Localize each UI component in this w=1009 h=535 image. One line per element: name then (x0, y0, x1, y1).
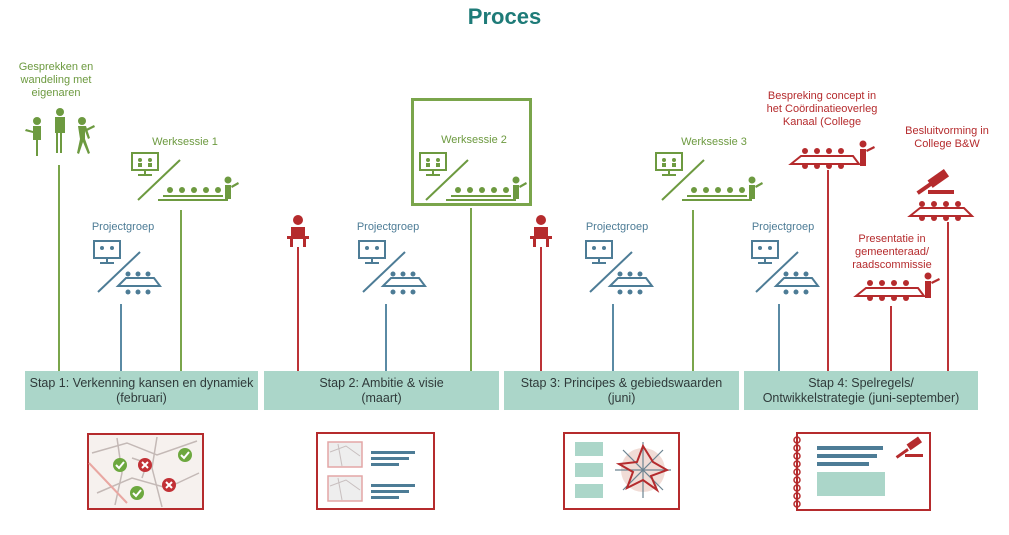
label-besluitvorming: Besluitvorming in College B&W (905, 125, 989, 150)
vision-document-thumbnail (316, 432, 435, 510)
label-werksessie-2: Werksessie 2 (441, 134, 507, 146)
line-red-stap2 (297, 247, 299, 371)
meeting-bespreking-icon (788, 140, 875, 169)
stage-3-bar: Stap 3: Principes & gebiedswaarden (juni… (504, 371, 739, 410)
label-projectgroep-2: Projectgroep (356, 221, 420, 233)
strategy-document-thumbnail (793, 432, 931, 511)
stage-4-bar: Stap 4: Spelregels/ Ontwikkelstrategie (… (744, 371, 978, 410)
label-werksessie-3: Werksessie 3 (681, 136, 747, 148)
stage-2-bar: Stap 2: Ambitie & visie (maart) (264, 371, 499, 410)
werksessie-2-icon (419, 152, 527, 201)
projectgroep-3-icon (585, 240, 654, 295)
label-gesprekken: Gesprekken en wandeling met eigenaren (18, 61, 94, 99)
stage-2-title: Stap 2: Ambitie & visie (319, 375, 444, 390)
meeting-presentatie-icon (853, 272, 940, 301)
projectgroep-1-icon (93, 240, 162, 295)
map-checks-thumbnail (87, 433, 204, 510)
label-werksessie-1: Werksessie 1 (152, 136, 218, 148)
line-projectgroep-4 (778, 304, 780, 371)
label-projectgroep-4: Projectgroep (751, 221, 815, 233)
person-at-desk-icon (287, 215, 309, 247)
stage-1-bar: Stap 1: Verkenning kansen en dynamiek (f… (25, 371, 258, 410)
line-presentatie (890, 306, 892, 371)
stage-1-title: Stap 1: Verkenning kansen en dynamiek (29, 375, 254, 390)
label-projectgroep-3: Projectgroep (585, 221, 649, 233)
projectgroep-2-icon (358, 240, 427, 295)
person-at-desk-icon (530, 215, 552, 247)
label-projectgroep-1: Projectgroep (91, 221, 155, 233)
line-werksessie-3 (692, 210, 694, 371)
line-projectgroep-3 (612, 304, 614, 371)
projectgroep-4-icon (751, 240, 820, 295)
label-bespreking: Bespreking concept in het Coördinatieove… (766, 90, 878, 128)
line-red-stap3 (540, 247, 542, 371)
werksessie-2-highlight-box (411, 98, 532, 206)
line-projectgroep-2 (385, 304, 387, 371)
label-presentatie: Presentatie in gemeenteraad/ raadscommis… (852, 233, 932, 271)
line-projectgroep-1 (120, 304, 122, 371)
stage-3-title: Stap 3: Principes & gebiedswaarden (520, 375, 723, 390)
page-title: Proces (467, 4, 542, 29)
stage-2-period: (maart) (361, 390, 402, 405)
people-walking-icon (25, 108, 95, 156)
line-gesprekken (58, 165, 60, 371)
radar-chart-thumbnail (563, 432, 680, 510)
line-werksessie-1 (180, 210, 182, 371)
gavel-meeting-icon (907, 168, 975, 221)
werksessie-1-icon (131, 152, 239, 201)
line-bespreking (827, 170, 829, 371)
line-besluitvorming (947, 222, 949, 371)
stage-4-title: Stap 4: Spelregels/ (808, 375, 914, 390)
stage-3-period: (juni) (607, 390, 636, 405)
stage-4-period: Ontwikkelstrategie (juni-september) (762, 390, 960, 405)
line-werksessie-2 (470, 208, 472, 371)
stage-1-period: (februari) (116, 390, 167, 405)
werksessie-3-icon (655, 152, 763, 201)
